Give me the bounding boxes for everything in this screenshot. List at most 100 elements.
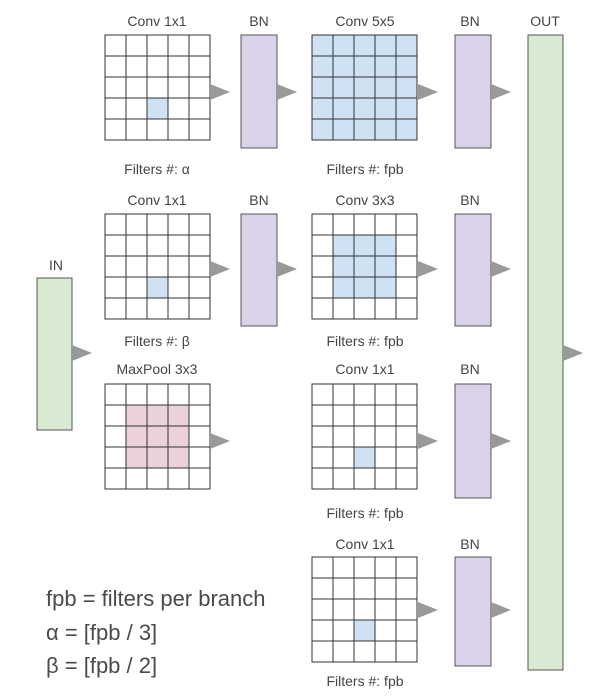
branch-4-second-grid [311,556,418,663]
branch-2-second-grid-cell [332,213,355,236]
branch-3-second-grid-cell [332,404,355,427]
branch-1-first-grid-cell [188,34,211,57]
branch-4-second-grid-cell [353,640,376,663]
branch-1-first-grid-cell [146,55,169,78]
branch-1-second-grid-cell [374,55,397,78]
branch-1-second-grid-cell [332,76,355,99]
branch-2-second-grid-cell [374,276,397,299]
branch-4: Conv 1x1 Filters #: fpb BN [311,536,511,689]
branch-2-first-grid-cell [125,255,148,278]
branch-1-second-grid-cell [332,118,355,141]
branch-2-first-grid-cell [167,297,190,320]
output-bar [527,34,564,671]
branch-3-second-grid-cell [332,425,355,448]
branch-3-second-grid-cell [395,425,418,448]
branch-1-second-grid-cell [374,34,397,57]
branch-3-second-grid-cell [332,446,355,469]
branch-2-second-grid-cell [311,255,334,278]
output-arrow [563,345,583,361]
branch-3-second-grid-cell [374,404,397,427]
branch-1-first-grid-cell [146,76,169,99]
branch-1-first-grid-cell [146,118,169,141]
branch-1-first-grid-cell [125,55,148,78]
branch-3-second-grid-cell [332,467,355,490]
branch-2-first-grid-cell [125,213,148,236]
branch-2-first-grid-cell [146,255,169,278]
branch-3-first-grid-cell [188,467,211,490]
branch-3-second-grid-cell [311,383,334,406]
branch-4-second-grid-cell [311,577,334,600]
branch-4-second-grid-cell [374,598,397,621]
branch-1-first-grid-cell [125,76,148,99]
input-arrow [72,345,92,361]
branch-1-first-grid-cell [146,34,169,57]
branch-1-first-arrow [210,84,230,100]
branch-3-second-grid-cell [353,383,376,406]
branch-4-second-grid-cell [395,577,418,600]
branch-1-second-caption: Filters #: fpb [326,161,403,177]
branch-1-second-grid-cell [332,55,355,78]
branch-3-first-grid-cell [104,425,127,448]
branch-2-first-grid-cell [104,255,127,278]
branch-3-first-grid-cell [167,467,190,490]
branch-2-first-grid-cell [167,213,190,236]
branch-3-second-grid-cell [395,446,418,469]
branch-3-second-grid-cell [353,404,376,427]
branch-3-bn-arrow [491,433,511,449]
branch-1-bn1-bar [240,34,278,149]
branch-3-first-grid-cell [104,404,127,427]
branch-2-second-grid-cell [353,255,376,278]
branch-3-first-title: MaxPool 3x3 [117,361,198,377]
branch-1-second-grid-cell [353,55,376,78]
branch-3-second-grid-cell [395,383,418,406]
branch-4-second-grid-cell [395,556,418,579]
branch-4-second-grid-cell [353,556,376,579]
branch-3-first-grid-cell [104,467,127,490]
branch-3-first-grid-cell [188,383,211,406]
branch-1-second-grid-cell [353,118,376,141]
branch-1-second-title: Conv 5x5 [335,13,394,29]
branch-3-second-grid-cell [353,425,376,448]
branch-2-bn2-bar [454,213,492,327]
branch-1-second-grid-cell [311,97,334,120]
branch-2-first-grid-cell [188,297,211,320]
branch-4-second-grid-cell [374,577,397,600]
branch-3-first-grid-cell [146,446,169,469]
branch-4-second-grid-cell [311,640,334,663]
branch-2-second-grid-cell [374,213,397,236]
branch-1-first-grid-cell [104,34,127,57]
branch-2-first-grid-cell [188,213,211,236]
branch-4-bn-arrow [491,602,511,618]
branch-2-first-grid-cell [188,255,211,278]
branch-1-first-grid-cell [104,97,127,120]
branch-4-second-grid-cell [311,598,334,621]
branch-2-first-grid-cell [104,276,127,299]
branch-1-first-grid [104,34,211,141]
branch-2-second-grid-cell [353,297,376,320]
branch-3-second-grid-cell [311,446,334,469]
branch-2-second-grid-cell [374,234,397,257]
branch-3-second-grid-cell [311,425,334,448]
branch-2-second-grid-cell [395,276,418,299]
branch-2-second-grid-cell [395,255,418,278]
branch-3-second-grid-cell [374,425,397,448]
branch-1-second-grid-cell [353,97,376,120]
branch-1-first-title: Conv 1x1 [127,13,186,29]
branch-3-first-grid-cell [146,383,169,406]
branch-2-first-grid-cell [104,213,127,236]
branch-3-first-arrow [210,433,230,449]
branch-4-second-grid-cell [395,640,418,663]
branch-1-second-grid-cell [353,76,376,99]
branch-2-second-grid-cell [395,297,418,320]
branch-1-first-caption: Filters #: α [124,161,190,177]
branch-1-second-grid-cell [395,55,418,78]
branch-3: MaxPool 3x3 Conv 1x1 Filters #: fpb BN [104,361,511,521]
branch-1-second-grid-cell [353,34,376,57]
branch-3-second-grid-cell [311,467,334,490]
branch-2-second-grid-cell [332,276,355,299]
branch-2-first-grid-cell [188,234,211,257]
branch-1-first-grid-cell [167,55,190,78]
branch-4-second-grid-cell [374,640,397,663]
branch-3-second-grid-cell [395,467,418,490]
branch-2-second-title: Conv 3x3 [335,192,394,208]
